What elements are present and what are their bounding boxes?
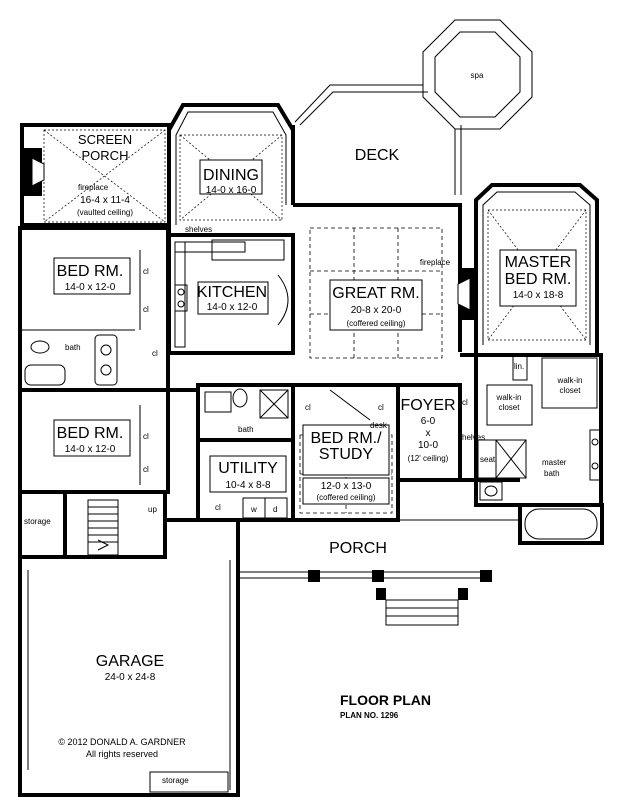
master-bath-name1: master bbox=[542, 458, 567, 467]
copyright-line2: All rights reserved bbox=[86, 749, 158, 759]
floor-plan-title: FLOOR PLAN bbox=[340, 692, 431, 708]
master-bath-name2: bath bbox=[544, 469, 560, 478]
foyer-cl: cl bbox=[462, 398, 468, 407]
garage: GARAGE 24-0 x 24-8 © 2012 DONALD A. GARD… bbox=[18, 520, 240, 797]
foyer-dim1: 6-0 bbox=[421, 416, 436, 427]
kitchen-name: KITCHEN bbox=[197, 284, 267, 301]
garage-name: GARAGE bbox=[96, 653, 164, 670]
utility: UTILITY 10-4 x 8-8 w d cl bbox=[196, 438, 295, 522]
dining-name: DINING bbox=[203, 167, 259, 184]
porch-label: PORCH bbox=[329, 540, 387, 557]
plan-number: PLAN NO. 1296 bbox=[340, 711, 399, 720]
great-room: fireplace GREAT RM. 20-8 x 20-0 (coffere… bbox=[293, 203, 476, 359]
closet2-name2: closet bbox=[560, 386, 582, 395]
study-dim: 12-0 x 13-0 bbox=[321, 481, 372, 492]
master-name1: MASTER bbox=[505, 254, 572, 271]
copyright-line1: © 2012 DONALD A. GARDNER bbox=[58, 737, 186, 747]
master-bedroom: MASTER BED RM. 14-0 x 18-8 bbox=[474, 183, 599, 355]
closet2-name1: walk-in bbox=[557, 376, 583, 385]
study-name2: STUDY bbox=[319, 446, 374, 463]
study-name1: BED RM./ bbox=[310, 430, 382, 447]
kitchen-shelves: shelves bbox=[185, 225, 212, 234]
bed1-name: BED RM. bbox=[57, 263, 124, 280]
storage-label-1: storage bbox=[24, 517, 51, 526]
storage-label-2: storage bbox=[162, 776, 189, 785]
screen-porch: SCREEN PORCH fireplace 16-4 x 11-4 (vaul… bbox=[20, 123, 171, 227]
utility-name: UTILITY bbox=[218, 460, 278, 477]
foyer-dim2: x bbox=[426, 428, 431, 439]
great-room-name: GREAT RM. bbox=[332, 285, 419, 302]
hall-bath-label: bath bbox=[238, 425, 254, 434]
closet1-name1: walk-in bbox=[496, 393, 522, 402]
title-block: FLOOR PLAN PLAN NO. 1296 bbox=[340, 692, 431, 720]
screen-porch-name1: SCREEN bbox=[78, 132, 132, 147]
dining-dim: 14-0 x 16-0 bbox=[206, 185, 257, 196]
bed2-cl-2: cl bbox=[143, 465, 149, 474]
linen-label: lin. bbox=[514, 362, 524, 371]
bedroom-wing: cl cl cl cl BED RM. 14-0 x 12-0 BED RM. … bbox=[18, 226, 170, 494]
kitchen-dim: 14-0 x 12-0 bbox=[207, 302, 258, 313]
bed2-dim: 14-0 x 12-0 bbox=[65, 444, 116, 455]
study-desk: desk bbox=[370, 421, 388, 430]
foyer: FOYER 6-0 x 10-0 (12' ceiling) cl shelve… bbox=[396, 383, 485, 482]
screen-porch-fireplace: fireplace bbox=[78, 183, 109, 192]
stairs: storage up bbox=[18, 490, 167, 559]
foyer-note: (12' ceiling) bbox=[408, 454, 449, 463]
screen-porch-note: (vaulted ceiling) bbox=[77, 208, 133, 217]
utility-dim: 10-4 x 8-8 bbox=[225, 480, 270, 491]
bed2-cl-1: cl bbox=[143, 432, 149, 441]
deck-label: DECK bbox=[355, 147, 400, 164]
bed2-name: BED RM. bbox=[57, 425, 124, 442]
bed-bath-label: bath bbox=[65, 343, 81, 352]
foyer-dim3: 10-0 bbox=[418, 440, 438, 451]
master-name2: BED RM. bbox=[505, 271, 572, 288]
connecting-walls bbox=[165, 125, 522, 540]
bed1-cl-2: cl bbox=[143, 305, 149, 314]
study-note: (coffered ceiling) bbox=[317, 493, 376, 502]
screen-porch-dim: 16-4 x 11-4 bbox=[80, 195, 130, 206]
screen-porch-name2: PORCH bbox=[82, 148, 129, 163]
master-dim: 14-0 x 18-8 bbox=[513, 290, 564, 301]
bed1-cl-1: cl bbox=[143, 267, 149, 276]
great-room-note: (coffered ceiling) bbox=[347, 319, 406, 328]
closet1-name2: closet bbox=[499, 403, 521, 412]
dining: DINING 14-0 x 16-0 bbox=[167, 103, 295, 235]
great-room-fireplace: fireplace bbox=[420, 258, 451, 267]
great-room-dim: 20-8 x 20-0 bbox=[351, 305, 402, 316]
kitchen: shelves KITCHEN 14-0 x 12-0 cl bbox=[152, 225, 295, 358]
hall-bath: bath bbox=[196, 383, 295, 442]
spa: spa bbox=[422, 19, 533, 130]
garage-dim: 24-0 x 24-8 bbox=[105, 672, 156, 683]
up-label: up bbox=[148, 505, 157, 514]
master-seat: seat bbox=[480, 455, 496, 464]
bed-study: cl cl desk BED RM./ STUDY 12-0 x 13-0 (c… bbox=[291, 383, 400, 522]
foyer-shelves: shelves bbox=[458, 433, 485, 442]
deck: DECK bbox=[294, 84, 462, 195]
bed1-dim: 14-0 x 12-0 bbox=[65, 282, 116, 293]
study-cl-2: cl bbox=[378, 403, 384, 412]
front-porch: PORCH bbox=[238, 519, 520, 626]
foyer-name: FOYER bbox=[400, 397, 455, 414]
dryer-label: d bbox=[273, 505, 277, 514]
master-suite: walk-in closet walk-in closet lin. seat … bbox=[474, 353, 604, 545]
kitchen-cl: cl bbox=[152, 349, 158, 358]
washer-label: w bbox=[250, 505, 257, 514]
spa-label: spa bbox=[471, 71, 484, 80]
utility-cl: cl bbox=[215, 503, 221, 512]
study-cl-1: cl bbox=[305, 403, 311, 412]
